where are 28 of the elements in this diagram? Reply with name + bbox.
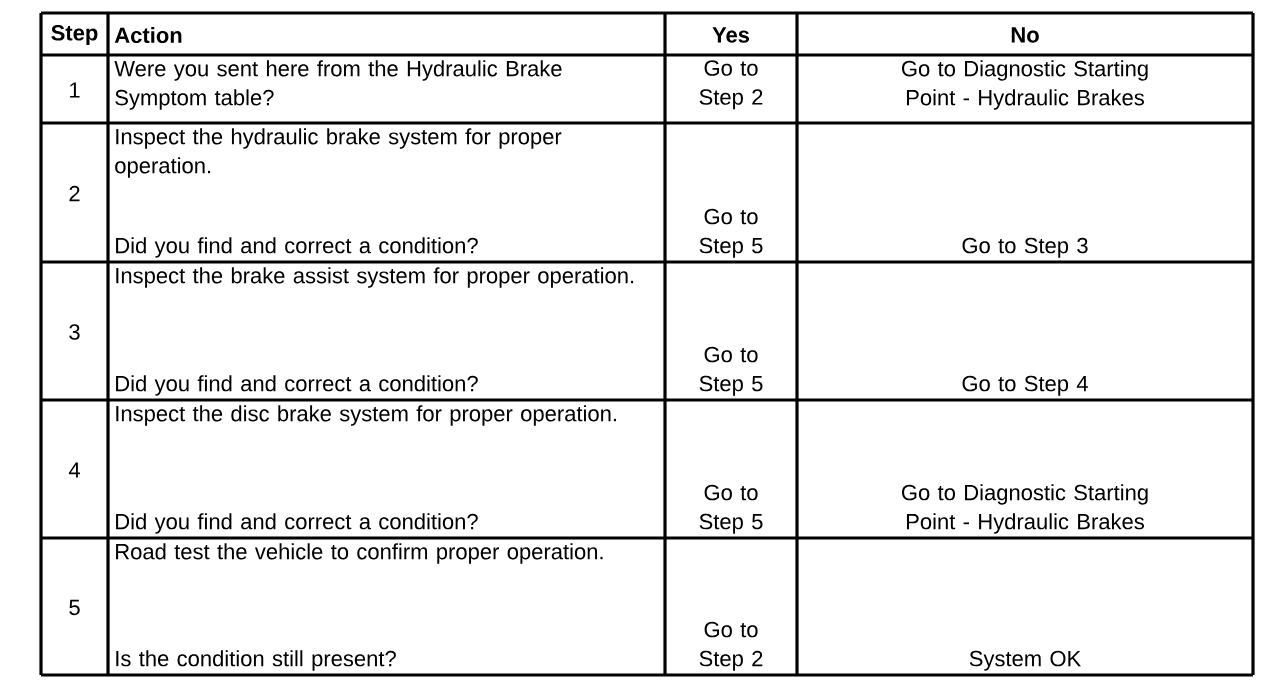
yes-answer: Go to Step 5 [699, 208, 763, 258]
instruction-text: Inspect the brake assist system for proper operation. [116, 267, 634, 288]
column-header: Action [114, 26, 182, 44]
question-text: Did you find and correct a condition? [116, 375, 478, 396]
no-answer: System OK [969, 650, 1081, 671]
no-answer: Go to Diagnostic Starting Point - Hydraulic Brakes [902, 484, 1148, 534]
column-header: Yes [712, 27, 750, 43]
column-header: Step [51, 25, 98, 45]
instruction-text: Inspect the hydraulic brake system for proper operation. [115, 128, 562, 178]
step-number: 1 [70, 82, 80, 98]
no-answer: Go to Step 3 [962, 237, 1088, 258]
step-number: 3 [69, 324, 80, 340]
yes-answer: Go to Step 2 [699, 621, 763, 671]
question-text: Did you find and correct a condition? [116, 237, 478, 258]
yes-answer: Go to Step 2 [699, 60, 763, 110]
no-answer: Go to Step 4 [962, 375, 1088, 396]
instruction-text: Road test the vehicle to confirm proper operation. [116, 543, 603, 564]
instruction-text: Inspect the disc brake system for proper operation. [116, 405, 616, 426]
question-text: Did you find and correct a condition? [116, 513, 478, 534]
yes-answer: Go to Step 5 [699, 484, 763, 534]
question-text: Is the condition still present? [116, 650, 396, 671]
step-number: 4 [68, 462, 80, 478]
step-number: 5 [69, 599, 80, 616]
column-header: No [1011, 27, 1039, 43]
step-number: 2 [69, 185, 80, 202]
question-text: Were you sent here from the Hydraulic Brake Symptom table? [114, 60, 562, 110]
yes-answer: Go to Step 5 [699, 346, 763, 396]
no-answer: Go to Diagnostic Starting Point - Hydraulic Brakes [902, 60, 1148, 110]
